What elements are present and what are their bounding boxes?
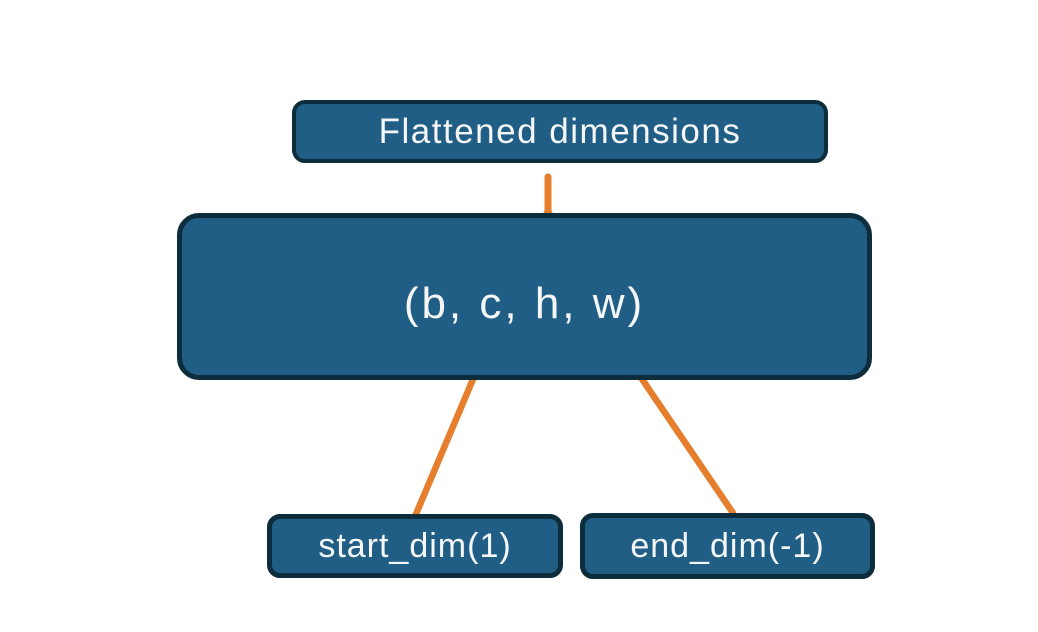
flattened-dimensions-label: Flattened dimensions: [378, 111, 742, 151]
end-dim-box: end_dim(-1): [580, 513, 875, 579]
start-dim-box: start_dim(1): [267, 514, 563, 578]
flattened-dimensions-box: Flattened dimensions: [292, 100, 828, 163]
start-dim-arrow-line: [412, 354, 486, 518]
end-dim-label: end_dim(-1): [630, 526, 825, 565]
tensor-shape-label: (b, c, h, w): [403, 278, 646, 328]
end-dim-arrow-line: [623, 353, 737, 517]
start-dim-label: start_dim(1): [318, 526, 512, 565]
tensor-shape-box: (b, c, h, w): [177, 213, 872, 380]
